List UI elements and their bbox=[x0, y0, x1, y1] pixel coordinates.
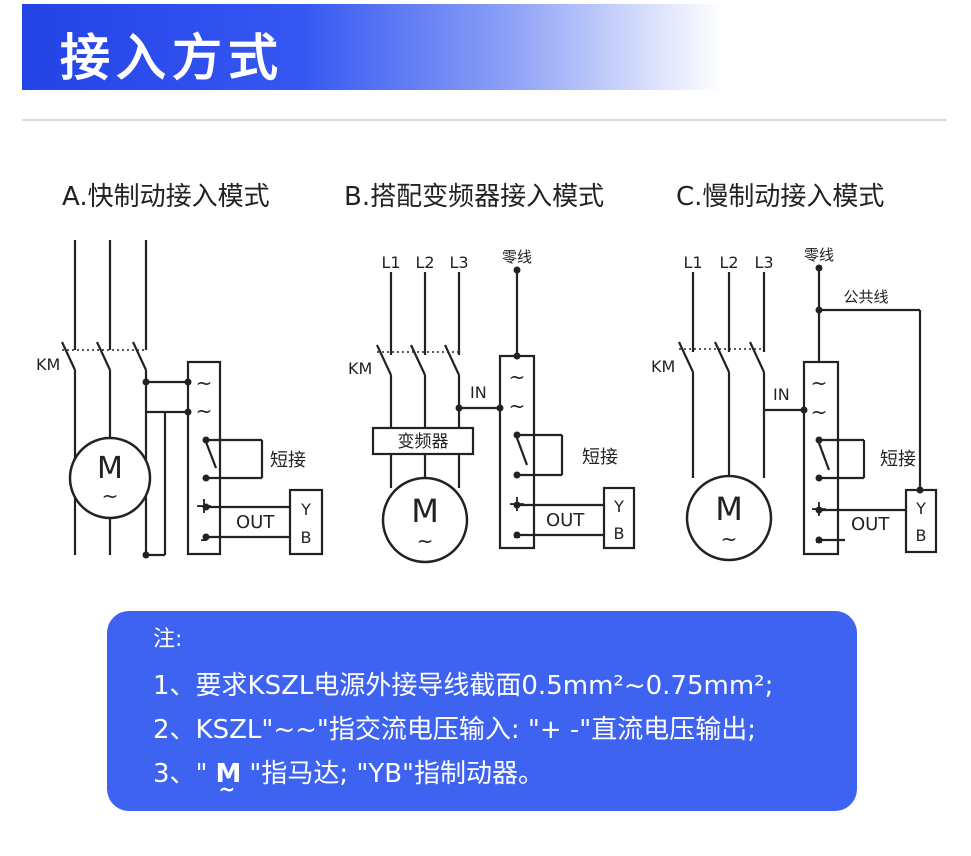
wiring-diagrams: A.快制动接入模式 bbox=[36, 182, 938, 564]
note-line-3-suffix: "指马达; "YB"指制动器。 bbox=[249, 759, 545, 789]
motor-c-symbol bbox=[685, 474, 773, 562]
brake-c-y: Y bbox=[915, 499, 926, 518]
terminal-b-ac1: ~ bbox=[509, 365, 526, 389]
terminal-c-minus: - bbox=[815, 529, 823, 554]
mode-b-title: B.搭配变频器接入模式 bbox=[344, 182, 604, 212]
motor-c-tilde: ~ bbox=[721, 527, 738, 551]
header-divider bbox=[22, 119, 947, 121]
motor-glyph-letter: M bbox=[215, 759, 242, 789]
line-b-l1: L1 bbox=[381, 253, 400, 272]
note-line-1: 1、要求KSZL电源外接导线截面0.5mm²~0.75mm²; bbox=[153, 671, 774, 701]
out-a-label: OUT bbox=[236, 512, 275, 533]
terminal-a-ac1: ~ bbox=[196, 371, 213, 395]
terminal-a-plus: + bbox=[195, 494, 213, 519]
mode-b-diagram: B.搭配变频器接入模式 bbox=[344, 182, 636, 564]
terminal-b-minus: - bbox=[513, 524, 521, 549]
line-b-l2: L2 bbox=[415, 253, 434, 272]
motor-c-label: M bbox=[715, 490, 743, 528]
note-line-2: 2、KSZL"~~"指交流电压输入: "+ -"直流电压输出; bbox=[153, 715, 757, 745]
terminal-b-plus: + bbox=[508, 492, 526, 517]
contactor-b-label: KM bbox=[348, 359, 372, 378]
terminal-a-minus: - bbox=[200, 527, 208, 552]
title-banner: 接入方式 bbox=[22, 4, 722, 90]
note-line-3: 3、"M~"指马达; "YB"指制动器。 bbox=[153, 753, 545, 801]
note-line-3-prefix: 3、" bbox=[153, 759, 208, 789]
motor-glyph-tilde: ~ bbox=[218, 777, 236, 801]
contactor-a-label: KM bbox=[36, 355, 60, 374]
line-c-l3: L3 bbox=[754, 253, 773, 272]
line-b-l3: L3 bbox=[449, 253, 468, 272]
mode-c-title: C.慢制动接入模式 bbox=[676, 182, 884, 212]
brake-b-b: B bbox=[614, 524, 625, 543]
terminal-c-plus: + bbox=[810, 497, 828, 522]
motor-b-tilde: ~ bbox=[417, 529, 434, 553]
inverter-b-label: 变频器 bbox=[398, 432, 449, 452]
out-b-label: OUT bbox=[546, 510, 585, 531]
brake-a-y: Y bbox=[300, 500, 311, 519]
neutral-b-label: 零线 bbox=[502, 248, 532, 266]
contactor-c-label: KM bbox=[651, 357, 675, 376]
in-b-label: IN bbox=[470, 383, 487, 402]
terminal-b-ac2: ~ bbox=[509, 394, 526, 418]
common-c-label: 公共线 bbox=[843, 288, 888, 306]
mode-a-diagram: A.快制动接入模式 bbox=[36, 182, 324, 559]
brake-b-y: Y bbox=[613, 497, 624, 516]
in-c-label: IN bbox=[773, 385, 790, 404]
motor-a-symbol bbox=[68, 436, 152, 520]
brake-c-b: B bbox=[916, 526, 927, 545]
shorted-a-label: 短接 bbox=[270, 450, 306, 471]
mode-a-title: A.快制动接入模式 bbox=[62, 182, 270, 212]
note-box: 注: 1、要求KSZL电源外接导线截面0.5mm²~0.75mm²; 2、KSZ… bbox=[107, 611, 857, 811]
terminal-c-ac1: ~ bbox=[811, 371, 828, 395]
shorted-b-label: 短接 bbox=[582, 447, 618, 468]
motor-a-tilde: ~ bbox=[102, 484, 119, 508]
line-c-l2: L2 bbox=[719, 253, 738, 272]
shorted-c-label: 短接 bbox=[880, 449, 916, 470]
line-c-l1: L1 bbox=[683, 253, 702, 272]
page-title: 接入方式 bbox=[60, 29, 284, 87]
neutral-c-label: 零线 bbox=[804, 246, 834, 264]
motor-b-symbol bbox=[381, 476, 469, 564]
note-title: 注: bbox=[153, 627, 183, 652]
motor-symbol-glyph: M~ bbox=[215, 759, 242, 801]
brake-a-b: B bbox=[301, 528, 312, 547]
terminal-c-ac2: ~ bbox=[811, 400, 828, 424]
motor-a-label: M bbox=[97, 451, 123, 486]
mode-c-diagram: C.慢制动接入模式 bbox=[651, 182, 938, 562]
terminal-a-ac2: ~ bbox=[196, 399, 213, 423]
motor-b-label: M bbox=[411, 492, 439, 530]
out-c-label: OUT bbox=[851, 514, 890, 535]
